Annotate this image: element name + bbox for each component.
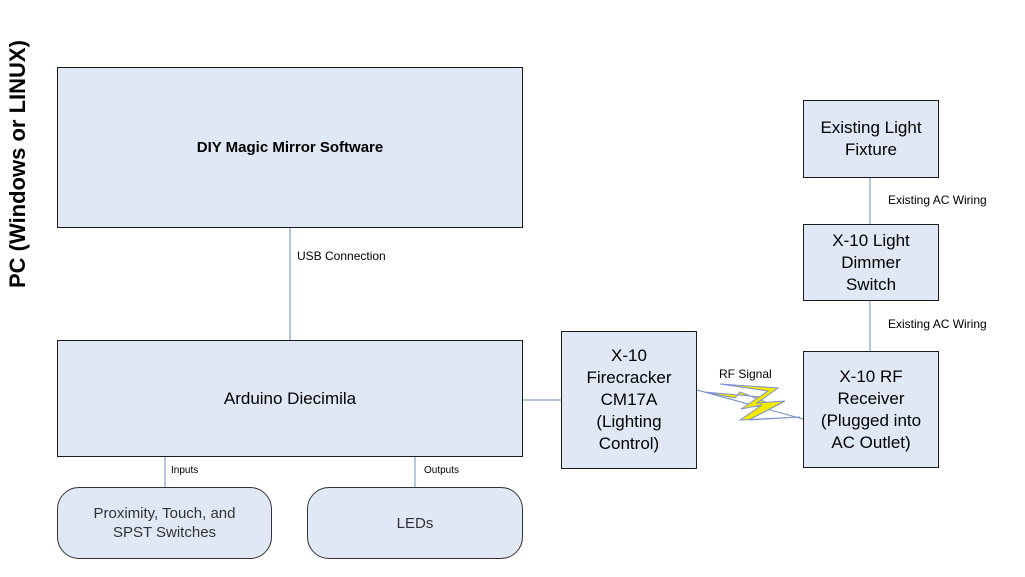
inputs-label: Inputs [171,465,199,476]
rf-link-line [696,389,804,420]
arduino-box: Arduino Diecimila [57,340,523,457]
firecracker-box: X-10 Firecracker CM17A (Lighting Control… [561,331,697,469]
ac-wiring-top-label: Existing AC Wiring [888,193,987,207]
rf-signal-label: RF Signal [719,367,772,381]
outputs-label: Outputs [424,465,460,476]
ac-wiring-bottom-label: Existing AC Wiring [888,317,987,331]
inputs-device-box: Proximity, Touch, and SPST Switches [57,487,272,559]
dimmer-switch-box: X-10 Light Dimmer Switch [803,224,939,301]
lightning-bolt-icon [719,383,801,421]
pc-side-label: PC (Windows or LINUX) [5,40,30,288]
magic-mirror-software-box: DIY Magic Mirror Software [57,67,523,228]
rf-receiver-box: X-10 RF Receiver (Plugged into AC Outlet… [803,351,939,468]
light-fixture-box: Existing Light Fixture [803,100,939,178]
lightning-bolt-icon [703,391,772,405]
usb-connection-label: USB Connection [297,249,386,263]
leds-box: LEDs [307,487,523,559]
